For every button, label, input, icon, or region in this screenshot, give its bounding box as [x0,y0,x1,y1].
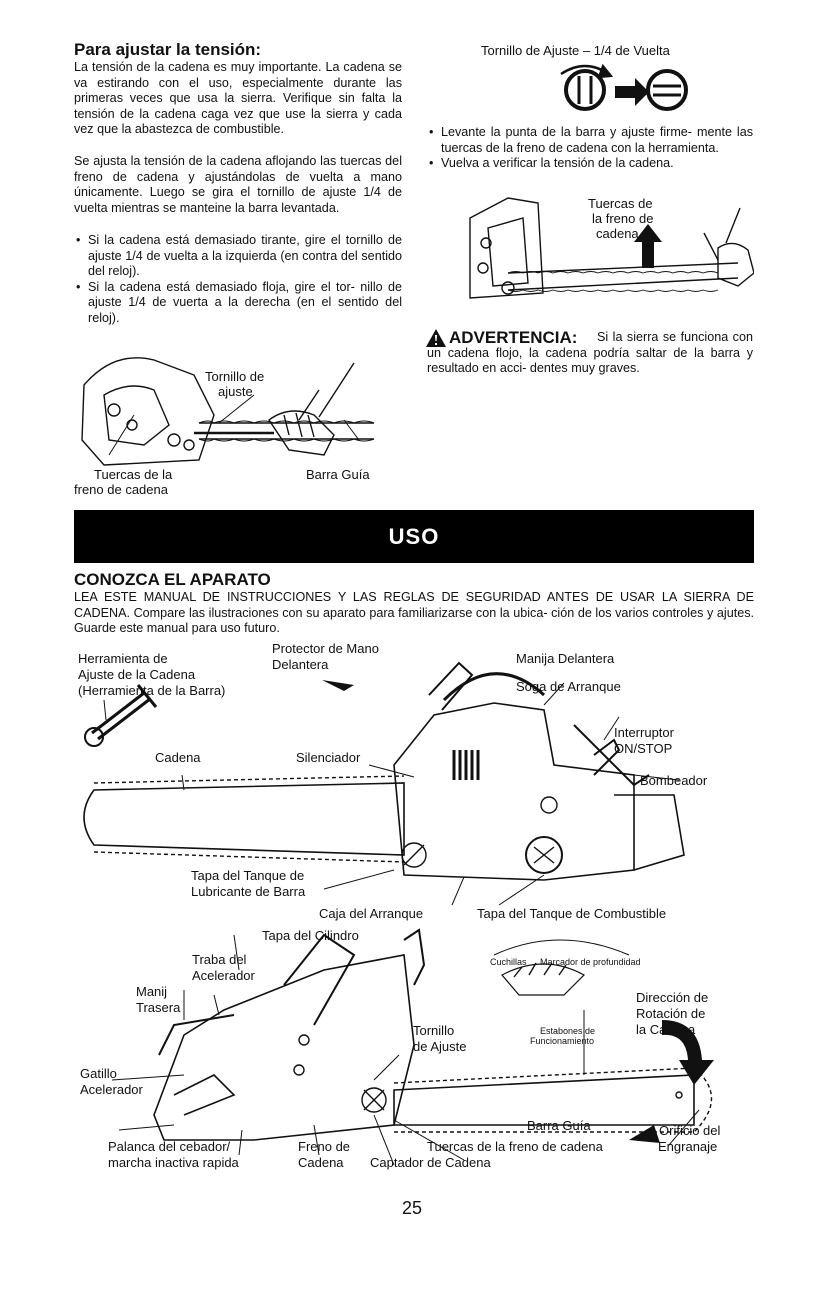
d1-chain-label: Cadena [155,750,201,765]
d2-nuts-label: Tuercas de la freno de cadena [427,1139,603,1154]
fig1-bar-label: Barra Guía [306,467,370,482]
fig1-screw-label-1: Tornillo de [205,369,264,384]
know-title: CONOZCA EL APARATO [74,570,271,590]
fig2-nuts-label-1: Tuercas de [588,196,653,211]
d1-fuel-cap-label: Tapa del Tanque de Combustible [477,906,666,921]
tension-bullets: Si la cadena está demasiado tirante, gir… [74,233,402,327]
tension-title: Para ajustar la tensión: [74,40,261,60]
uso-banner: USO [74,510,754,563]
d1-oil-cap-label-1: Tapa del Tanque de [191,868,304,883]
know-paragraph: LEA ESTE MANUAL DE INSTRUCCIONES Y LAS R… [74,590,754,637]
d2-cyl-cover-label: Tapa del Cilindro [262,928,359,943]
d2-cutters-label: Cuchillas [490,957,527,967]
d2-rear-handle-label-1: Manij [136,984,167,999]
d1-tool-label-1: Herramienta de [78,651,168,666]
d1-muffler-label: Silenciador [296,750,360,765]
d2-drive-links-label-1: Estabones de [540,1026,595,1036]
warning-text-content: Si la sierra se funciona con un cadena f… [427,330,753,375]
d2-trigger-label-2: Acelerador [80,1082,143,1097]
d2-lock-label-2: Acelerador [192,968,255,983]
d1-guard-label-2: Delantera [272,657,328,672]
page-number: 25 [402,1198,422,1219]
d2-drive-links-label-2: Funcionamiento [530,1036,594,1046]
d1-guard-label-1: Protector de Mano [272,641,379,656]
warning-text: Si la sierra se funciona con un cadena f… [427,330,753,377]
d2-direction-label-2: Rotación de [636,1006,705,1021]
d1-starter-rope-label: Soga de Arranque [516,679,621,694]
quarter-turn-label: Tornillo de Ajuste – 1/4 de Vuelta [481,43,670,58]
d2-direction-label-3: la Cadena [636,1022,695,1037]
fig2-nuts-label-3: cadena [596,226,639,241]
d2-rear-handle-label-2: Trasera [136,1000,180,1015]
d2-brake-label-2: Cadena [298,1155,344,1170]
fig1-nuts-label-1: Tuercas de la [94,467,172,482]
d2-choke-label-2: marcha inactiva rapida [108,1155,239,1170]
d1-starter-housing-label: Caja del Arranque [319,906,423,921]
right-bullet-recheck: Vuelva a verificar la tensión de la cade… [427,156,753,172]
d1-front-handle-label: Manija Delantera [516,651,614,666]
right-bullet-lift: Levante la punta de la barra y ajuste fi… [427,125,753,156]
fig1-screw-label-2: ajuste [218,384,253,399]
d2-direction-label-1: Dirección de [636,990,708,1005]
tension-bullet-tight: Si la cadena está demasiado tirante, gir… [74,233,402,280]
d2-sprocket-label-1: Orificio del [659,1123,720,1138]
d2-catcher-label: Captador de Cadena [370,1155,491,1170]
d2-sprocket-label-2: Engranaje [658,1139,717,1154]
d2-depth-gauge-label: Marcador de profundidad [540,957,641,967]
d1-oil-cap-label-2: Lubricante de Barra [191,884,305,899]
d2-bar-label: Barra Guía [527,1118,591,1133]
d1-tool-label-2: Ajuste de la Cadena [78,667,195,682]
right-bullets: Levante la punta de la barra y ajuste fi… [427,125,753,172]
tension-bullet-loose: Si la cadena está demasiado floja, gire … [74,280,402,327]
tension-paragraph-1: La tensión de la cadena es muy important… [74,60,402,138]
fig1-nuts-label-2: freno de cadena [74,482,168,497]
d2-screw-label-2: de Ajuste [413,1039,467,1054]
tension-figure [74,345,404,475]
d2-screw-label-1: Tornillo [413,1023,454,1038]
tension-paragraph-2: Se ajusta la tensión de la cadena afloja… [74,154,402,216]
d2-lock-label-1: Traba del [192,952,246,967]
d1-pump-label: Bombeador [640,773,707,788]
d1-tool-label-3: (Herramienta de la Barra) [78,683,225,698]
fig2-nuts-label-2: la freno de [592,211,653,226]
d2-choke-label-1: Palanca del cebador/ [108,1139,230,1154]
d2-brake-label-1: Freno de [298,1139,350,1154]
d1-switch-label-2: ON/STOP [614,741,672,756]
d1-switch-label-1: Interruptor [614,725,674,740]
d2-trigger-label-1: Gatillo [80,1066,117,1081]
quarter-turn-icon [555,58,695,114]
